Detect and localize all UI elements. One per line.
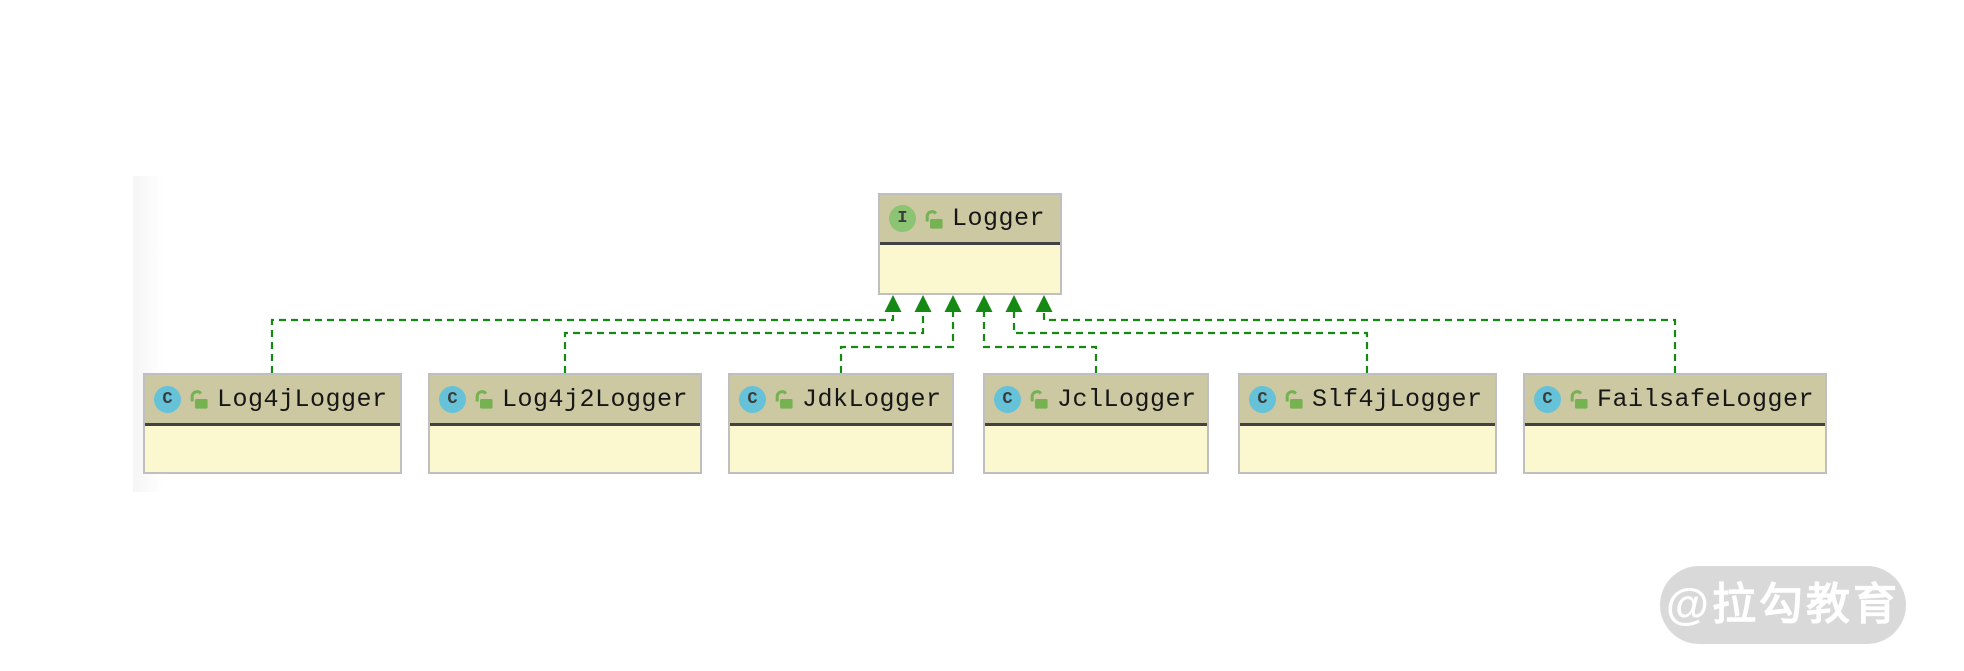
uml-node-header: C Slf4jLogger xyxy=(1240,375,1495,426)
kind-letter: C xyxy=(447,389,458,409)
uml-node-header: C Log4j2Logger xyxy=(430,375,700,426)
open-lock-icon xyxy=(773,388,795,410)
open-lock-icon xyxy=(473,388,495,410)
arrowhead-icon-log4j2logger xyxy=(914,295,932,312)
arrowhead-icon-log4jlogger xyxy=(884,295,902,312)
inheritance-edge-log4j2logger xyxy=(563,312,925,373)
arrowhead-icon-jcllogger xyxy=(975,295,993,312)
uml-node-log4j2logger: C Log4j2Logger xyxy=(428,373,702,474)
uml-node-label: Slf4jLogger xyxy=(1312,384,1483,414)
arrowhead-icon-failsafelogger xyxy=(1035,295,1053,312)
class-icon: C xyxy=(739,385,766,413)
uml-node-label: JdkLogger xyxy=(802,384,942,414)
inheritance-edge-log4jlogger xyxy=(270,312,895,373)
class-icon: C xyxy=(1249,385,1276,413)
uml-node-jdklogger: C JdkLogger xyxy=(728,373,954,474)
arrowhead-icon-jdklogger xyxy=(944,295,962,312)
kind-letter: C xyxy=(1542,389,1553,409)
arrowhead-icon-slf4jlogger xyxy=(1005,295,1023,312)
uml-node-label: JclLogger xyxy=(1057,384,1197,414)
uml-node-header: C Log4jLogger xyxy=(145,375,400,426)
inheritance-edge-jcllogger xyxy=(982,312,1098,373)
uml-node-label: Logger xyxy=(952,204,1046,233)
uml-node-failsafelogger: C FailsafeLogger xyxy=(1523,373,1827,474)
inheritance-edge-failsafelogger xyxy=(1042,312,1677,373)
open-lock-icon xyxy=(1568,388,1590,410)
kind-letter: C xyxy=(747,389,758,409)
open-lock-icon xyxy=(1028,388,1050,410)
interface-icon: I xyxy=(889,205,916,232)
class-icon: C xyxy=(994,385,1021,413)
uml-node-header: C JclLogger xyxy=(985,375,1207,426)
inheritance-edge-slf4jlogger xyxy=(1012,312,1369,373)
kind-letter: C xyxy=(1002,389,1013,409)
uml-node-slf4jlogger: C Slf4jLogger xyxy=(1238,373,1497,474)
watermark-badge: @拉勾教育 xyxy=(1660,566,1906,644)
class-icon: C xyxy=(1534,385,1561,413)
open-lock-icon xyxy=(1283,388,1305,410)
open-lock-icon xyxy=(923,208,945,230)
uml-node-header: C FailsafeLogger xyxy=(1525,375,1825,426)
inheritance-edge-jdklogger xyxy=(839,312,955,373)
uml-node-jcllogger: C JclLogger xyxy=(983,373,1209,474)
uml-node-log4jlogger: C Log4jLogger xyxy=(143,373,402,474)
kind-letter: C xyxy=(162,389,173,409)
uml-node-header: I Logger xyxy=(880,195,1060,245)
uml-node-header: C JdkLogger xyxy=(730,375,952,426)
class-icon: C xyxy=(439,385,466,413)
uml-node-label: Log4j2Logger xyxy=(502,384,689,414)
kind-letter: C xyxy=(1257,389,1268,409)
uml-node-label: Log4jLogger xyxy=(217,384,388,414)
uml-node-logger: I Logger xyxy=(878,193,1062,295)
uml-node-label: FailsafeLogger xyxy=(1597,384,1815,414)
kind-letter: I xyxy=(897,209,908,228)
class-icon: C xyxy=(154,385,181,413)
watermark-text: @拉勾教育 xyxy=(1666,580,1900,629)
open-lock-icon xyxy=(188,388,210,410)
